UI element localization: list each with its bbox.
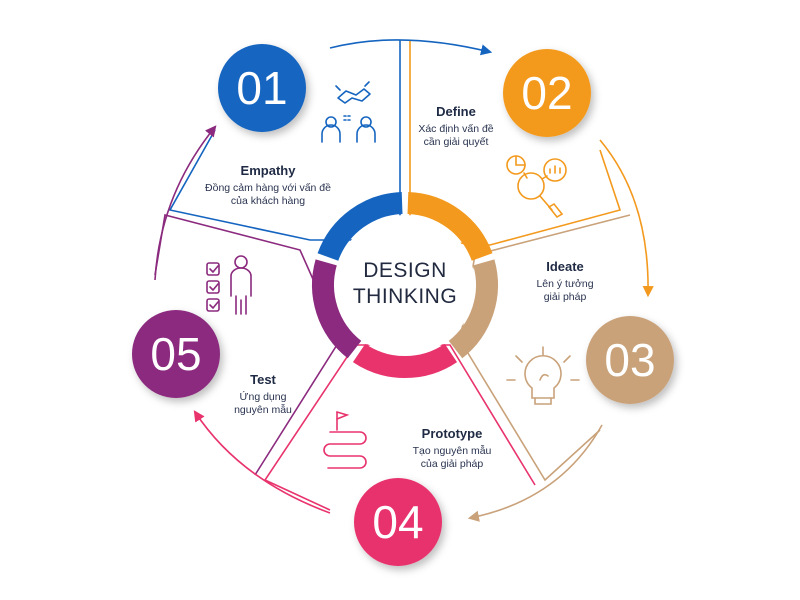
center-title-line2: THINKING <box>353 285 457 308</box>
stage-03-desc-line2: giải pháp <box>544 291 587 303</box>
stage-03-number: 03 <box>604 334 655 386</box>
stage-03-label: Ideate Lên ý tưởng giải pháp <box>536 259 593 303</box>
define-segment-outline <box>409 40 622 246</box>
stage-04-title: Prototype <box>422 426 483 441</box>
flag-path-icon <box>323 411 367 469</box>
stage-01-circle: 01 <box>218 44 306 132</box>
stage-04-circle: 04 <box>354 478 442 566</box>
stage-05-number: 05 <box>150 328 201 380</box>
stage-05-circle: 05 <box>132 310 220 398</box>
lightbulb-icon <box>506 346 580 405</box>
stage-05-desc-line1: Ứng dụng <box>240 390 287 403</box>
stage-02-desc-line2: cần giải quyết <box>424 136 489 148</box>
arrow-03-to-04 <box>467 424 603 522</box>
flow-arrows <box>154 39 654 522</box>
magnifier-chart-icon <box>506 155 567 219</box>
stage-02-desc-line1: Xác định vấn đề <box>418 123 493 135</box>
ring-test <box>312 259 362 359</box>
ring-empathy <box>317 192 403 262</box>
center-title-line1: DESIGN <box>363 259 447 282</box>
stage-02-title: Define <box>436 104 476 119</box>
stage-05-label: Test Ứng dụng nguyên mẫu <box>234 372 292 416</box>
empathy-segment-outline <box>168 40 401 241</box>
stage-02-number: 02 <box>521 67 572 119</box>
checklist-person-icon <box>206 255 252 315</box>
stage-03-circle: 03 <box>586 316 674 404</box>
stage-05-desc-line2: nguyên mẫu <box>234 403 292 416</box>
arrow-01-to-02 <box>329 39 493 56</box>
stage-02-label: Define Xác định vấn đề cần giải quyết <box>418 104 493 148</box>
arrow-05-to-01 <box>154 125 217 281</box>
stage-02-circle: 02 <box>503 49 591 137</box>
stage-03-title: Ideate <box>546 259 584 274</box>
stage-01-desc-line1: Đồng cảm hàng với vấn đề <box>205 182 331 194</box>
stage-01-label: Empathy Đồng cảm hàng với vấn đề của khá… <box>205 163 331 207</box>
ring-prototype <box>352 343 458 378</box>
stage-04-desc-line1: Tạo nguyên mẫu <box>413 444 492 457</box>
stage-01-title: Empathy <box>241 163 297 178</box>
stage-05-title: Test <box>250 372 276 387</box>
ring-define <box>407 192 493 262</box>
stage-04-desc-line2: của giải pháp <box>421 458 484 470</box>
center-ring <box>312 192 498 378</box>
stage-04-number: 04 <box>372 496 423 548</box>
stage-01-desc-line2: của khách hàng <box>231 195 305 207</box>
arrow-04-to-05 <box>193 410 331 514</box>
people-handshake-icon <box>321 81 376 143</box>
stage-04-label: Prototype Tạo nguyên mẫu của giải pháp <box>413 426 492 470</box>
arrow-02-to-03 <box>599 139 654 298</box>
stage-03-desc-line1: Lên ý tưởng <box>536 278 593 290</box>
stage-01-number: 01 <box>236 62 287 114</box>
ring-ideate <box>448 259 498 359</box>
